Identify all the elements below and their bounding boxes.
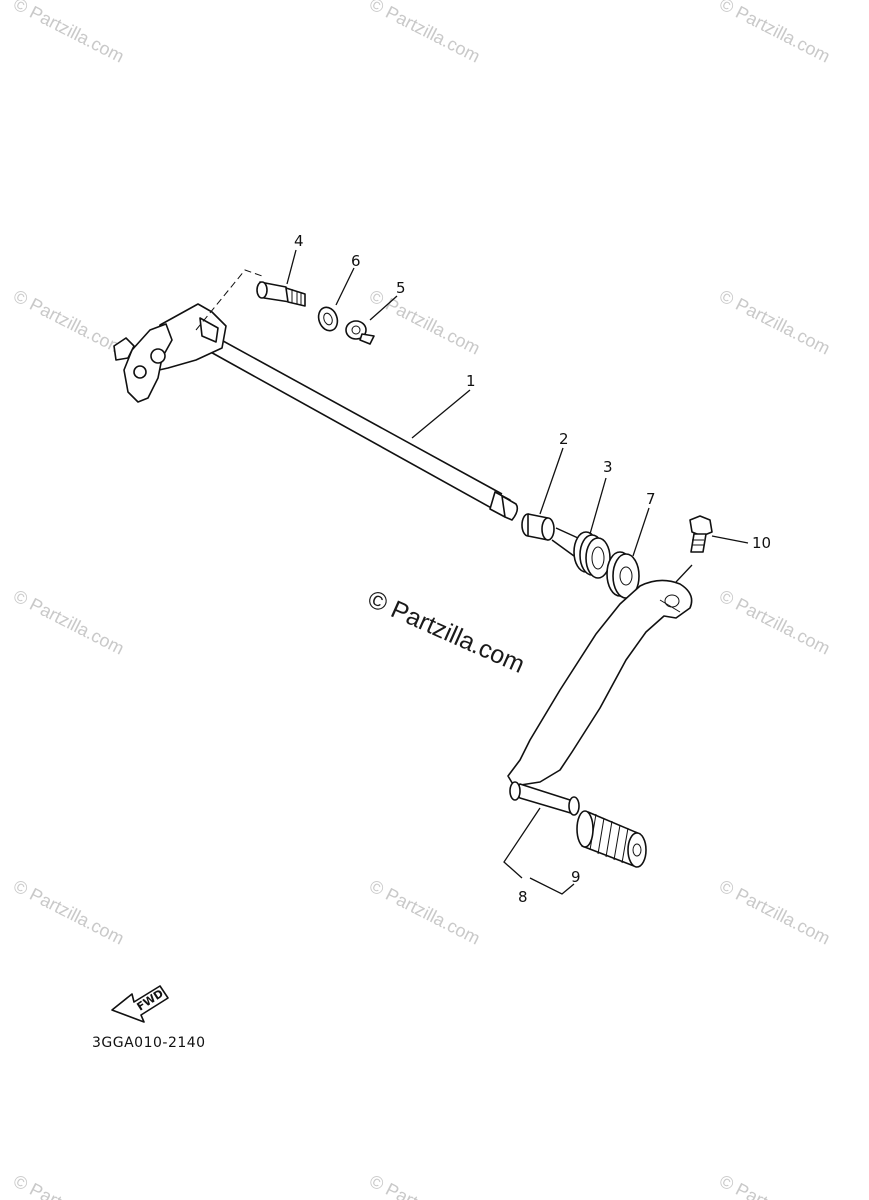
callout-2: 2 [559,430,569,448]
center-watermark: © Partzilla.com [364,585,529,679]
watermark-text: © Partzilla.com [10,286,127,359]
part-rubber-9 [576,810,647,868]
callout-9: 9 [571,868,581,886]
part-shift-shaft [206,335,519,521]
callout-10: 10 [752,534,771,552]
catalog-code: 3GGA010-2140 [92,1035,206,1051]
leader-line-1 [411,389,471,439]
watermark-text: © Partzilla.com [366,0,483,67]
watermark-text: © Partzilla.com [366,876,483,949]
part-bolt-4 [256,249,306,307]
callout-5: 5 [396,279,406,297]
watermark-grid: © Partzilla.com © Partzilla.com © Partzi… [10,0,833,1200]
callout-1: 1 [466,372,476,390]
watermark-text: © Partzilla.com [366,286,483,359]
watermark-text: © Partzilla.com [10,586,127,659]
watermark-text: © Partzilla.com [716,876,833,949]
callout-7: 7 [646,490,656,508]
watermark-text: © Partzilla.com [716,586,833,659]
part-bolt-10 [675,515,749,583]
callout-3: 3 [603,458,613,476]
watermark-text: © Partzilla.com [716,0,833,67]
part-washer-5 [345,295,398,345]
part-nut-6 [317,267,355,332]
watermark-text: © Partzilla.com [716,1171,833,1200]
part-collar-2 [521,447,564,541]
callout-bracket-8-9 [503,807,575,895]
watermark-text: © Partzilla.com [366,1171,483,1200]
callout-8: 8 [518,888,528,906]
part-washer-7 [606,507,650,599]
callout-6: 6 [351,252,361,270]
watermark-text: © Partzilla.com [10,0,127,67]
part-shift-arm-assembly [113,269,263,403]
callout-labels: 1 2 3 4 5 6 7 8 9 10 [294,232,771,906]
watermark-text: © Partzilla.com [716,286,833,359]
watermark-text: © Partzilla.com [10,1171,127,1200]
part-spring-3 [551,477,611,579]
fwd-arrow-icon: FWD [111,985,169,1023]
part-shift-pedal-8 [507,579,693,816]
watermark-text: © Partzilla.com [10,876,127,949]
callout-4: 4 [294,232,304,250]
